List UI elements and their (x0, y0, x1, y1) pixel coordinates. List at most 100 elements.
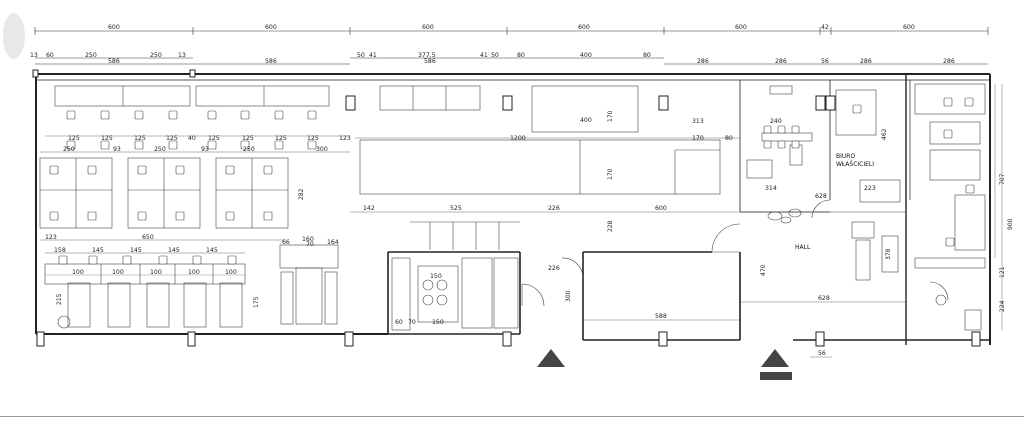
wc-70: 70 (408, 319, 416, 326)
dim-50a: 50 (357, 52, 365, 59)
top-dim-2: 600 (265, 24, 277, 31)
desk-row-bottom (44, 263, 246, 329)
desk-row-bottom-dims: 158 145 145 145 145 100 100 100 100 100 (45, 247, 245, 276)
d-588: 588 (655, 313, 667, 320)
dim-56: 56 (821, 58, 829, 65)
storage-dims: 1200 170 80 313 240 400 (355, 117, 782, 142)
iv-170: 170 (607, 110, 614, 122)
iv-470: 470 (760, 264, 767, 276)
rv-707: 707 (999, 173, 1006, 185)
d2-93b: 93 (201, 146, 209, 153)
d-125-5: 125 (208, 135, 220, 142)
top-dim-4: 600 (578, 24, 590, 31)
owner-office-furniture (746, 85, 901, 203)
desk-row-top (54, 85, 330, 107)
d-125-7: 125 (275, 135, 287, 142)
d-125-3: 125 (134, 135, 146, 142)
dim-41b: 41 (480, 52, 488, 59)
d2-93a: 93 (113, 146, 121, 153)
d-66b: 164 (327, 239, 339, 246)
entrance-arrow-1 (537, 349, 565, 367)
l-226: 226 (548, 205, 560, 212)
dim-13b: 13 (178, 52, 186, 59)
s-400: 400 (580, 117, 592, 124)
dim-80b: 80 (643, 52, 651, 59)
chairs-clusters (49, 165, 273, 221)
d-650: 650 (142, 234, 154, 241)
top-dim-1: 600 (108, 24, 120, 31)
d2-250b: 250 (154, 146, 166, 153)
second-dimension-line (35, 57, 988, 65)
right-vertical-dims: 707 900 224 121 (994, 84, 1014, 330)
dim-13: 13 (30, 52, 38, 59)
desk-row-top-dims: 125 125 125 125 40 125 125 125 125 123 (68, 135, 351, 142)
db-145a: 145 (92, 247, 104, 254)
rv-224: 224 (999, 300, 1006, 312)
d2-250c: 250 (243, 146, 255, 153)
db-100c: 100 (150, 269, 162, 276)
d-123b: 123 (45, 234, 57, 241)
entrance-step (760, 372, 792, 380)
top-dim-5: 600 (735, 24, 747, 31)
dim-286c: 286 (860, 58, 872, 65)
doors (561, 199, 949, 301)
top-dim-3: 600 (422, 24, 434, 31)
iv-175: 175 (253, 296, 260, 308)
iv-462: 462 (881, 128, 888, 140)
dim-286b: 286 (775, 58, 787, 65)
rv-121: 121 (999, 266, 1006, 278)
dim-286d: 286 (943, 58, 955, 65)
d-66a: 66 (282, 239, 290, 246)
db-100b: 100 (112, 269, 124, 276)
l-525: 525 (450, 205, 462, 212)
hall-furniture (740, 208, 906, 281)
desk-clusters (39, 157, 289, 229)
d-125-2: 125 (101, 135, 113, 142)
o-223: 223 (864, 185, 876, 192)
l-226b: 226 (548, 265, 560, 272)
meeting-area (279, 244, 339, 325)
chairs-row-top (66, 110, 317, 150)
right-office-chairs (943, 97, 975, 247)
right-offices (914, 83, 986, 331)
s-170: 170 (692, 135, 704, 142)
inner-vertical-dims: 170 170 228 470 300 282 215 175 378 462 (56, 110, 892, 308)
dim-586c: 586 (424, 58, 436, 65)
iv-228: 228 (607, 220, 614, 232)
hall-label: HALL (795, 244, 811, 251)
d-125-4: 125 (166, 135, 178, 142)
db-100d: 100 (188, 269, 200, 276)
db-158: 158 (54, 247, 66, 254)
l-142: 142 (363, 205, 375, 212)
logo-mark (3, 13, 25, 59)
structural-columns (32, 69, 981, 347)
wc-150b: 150 (432, 319, 444, 326)
d-56-bottom: 56 (818, 350, 826, 357)
db-100e: 100 (225, 269, 237, 276)
page-footer-rule (0, 416, 1024, 417)
chairs-bottom (58, 255, 237, 265)
db-145c: 145 (168, 247, 180, 254)
top-dim-6: 42 (821, 24, 829, 31)
wc-block (391, 257, 545, 331)
d2-300: 300 (316, 146, 328, 153)
iv-378: 378 (885, 248, 892, 260)
wc-150: 150 (430, 273, 442, 280)
reception-counters (359, 85, 721, 195)
l-600: 600 (655, 205, 667, 212)
db-145b: 145 (130, 247, 142, 254)
owner-office-label-2: WŁAŚCICIELI (836, 161, 874, 168)
s-313: 313 (692, 118, 704, 125)
iv-300: 300 (565, 290, 572, 302)
d-123: 123 (339, 135, 351, 142)
dim-377: 377.5 (418, 52, 436, 59)
o-314: 314 (765, 185, 777, 192)
building-walls (35, 73, 991, 345)
wc-60: 60 (395, 319, 403, 326)
top-dimension-line (34, 27, 989, 35)
owner-office-label-1: BIURO (836, 153, 855, 160)
dim-586a: 586 (108, 58, 120, 65)
dim-586b: 586 (265, 58, 277, 65)
entrance-markers (537, 349, 792, 380)
db-145d: 145 (206, 247, 218, 254)
